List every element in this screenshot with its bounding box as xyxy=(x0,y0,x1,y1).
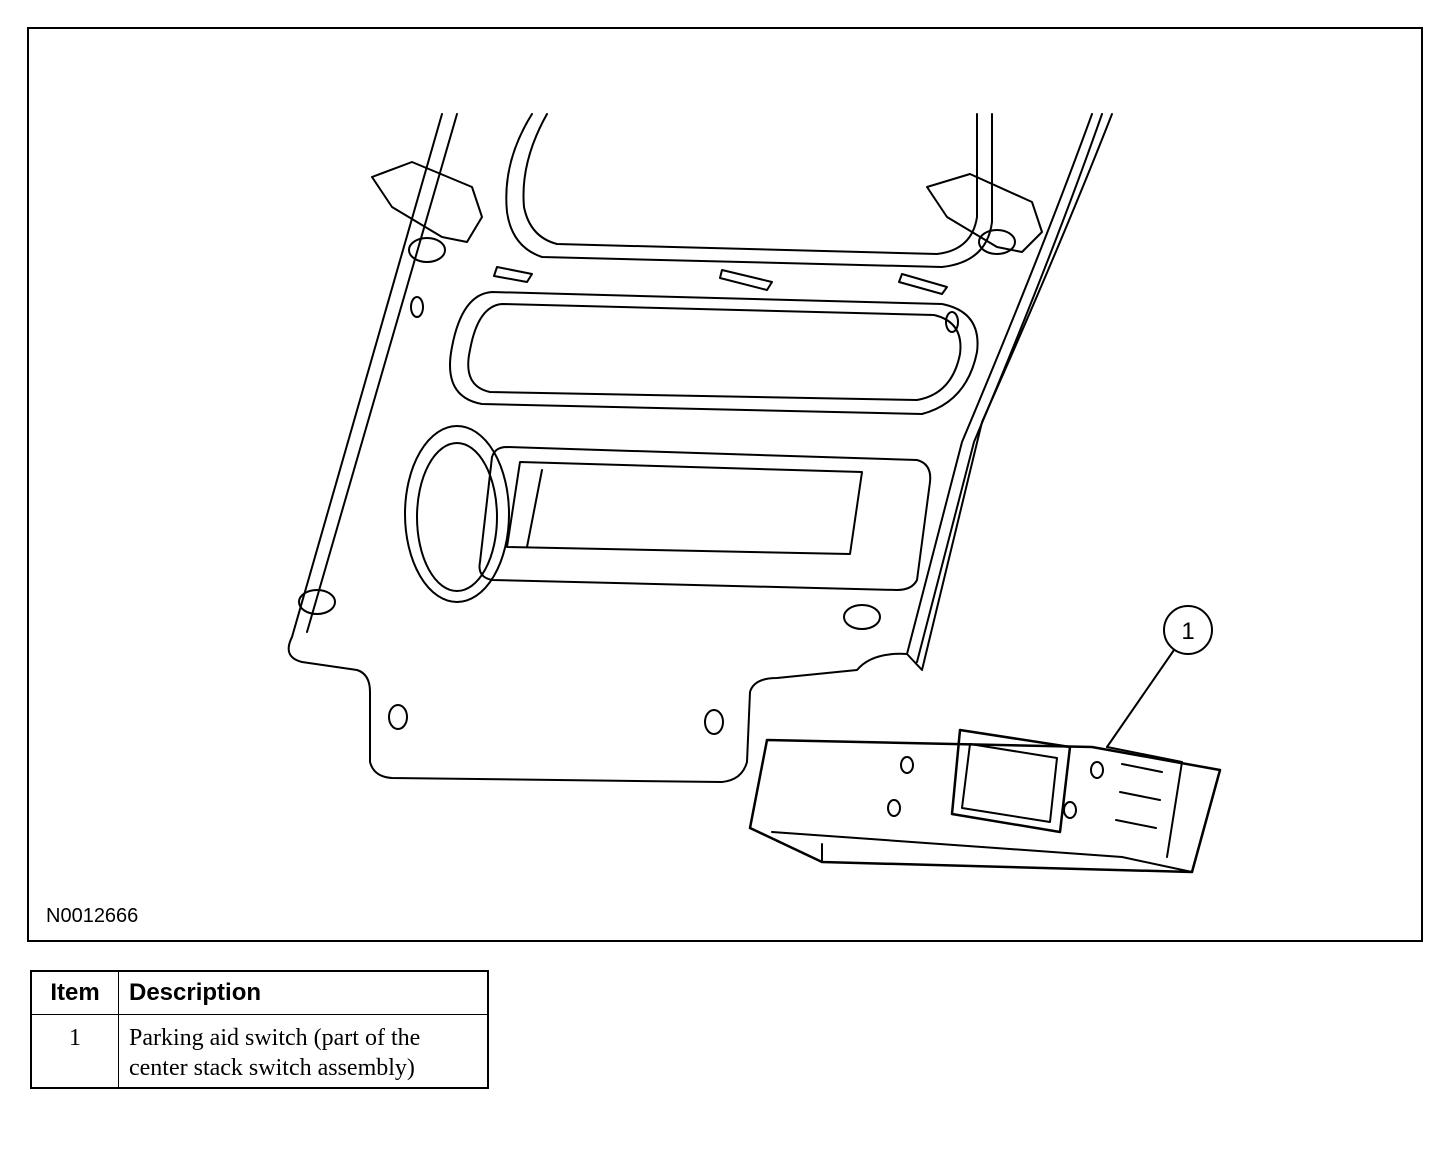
legend-header-item: Item xyxy=(30,970,119,1015)
center-stack-illustration: 1 xyxy=(287,113,1222,874)
callout-1: 1 xyxy=(1106,605,1213,748)
legend-item-description: Parking aid switch (part of the center s… xyxy=(118,1014,489,1089)
table-row: 1 Parking aid switch (part of the center… xyxy=(30,1014,489,1089)
callout-1-number: 1 xyxy=(1181,618,1194,645)
center-stack-bezel xyxy=(287,113,1113,783)
legend-header-row: Item Description xyxy=(30,970,489,1015)
legend-item-number: 1 xyxy=(30,1014,119,1089)
legend-header-description: Description xyxy=(118,970,489,1015)
parking-aid-switch-assembly xyxy=(748,728,1222,874)
figure-id-label: N0012666 xyxy=(46,905,139,927)
figure-frame: 1 N0012666 xyxy=(27,27,1423,942)
legend-table: Item Description 1 Parking aid switch (p… xyxy=(30,970,489,1089)
